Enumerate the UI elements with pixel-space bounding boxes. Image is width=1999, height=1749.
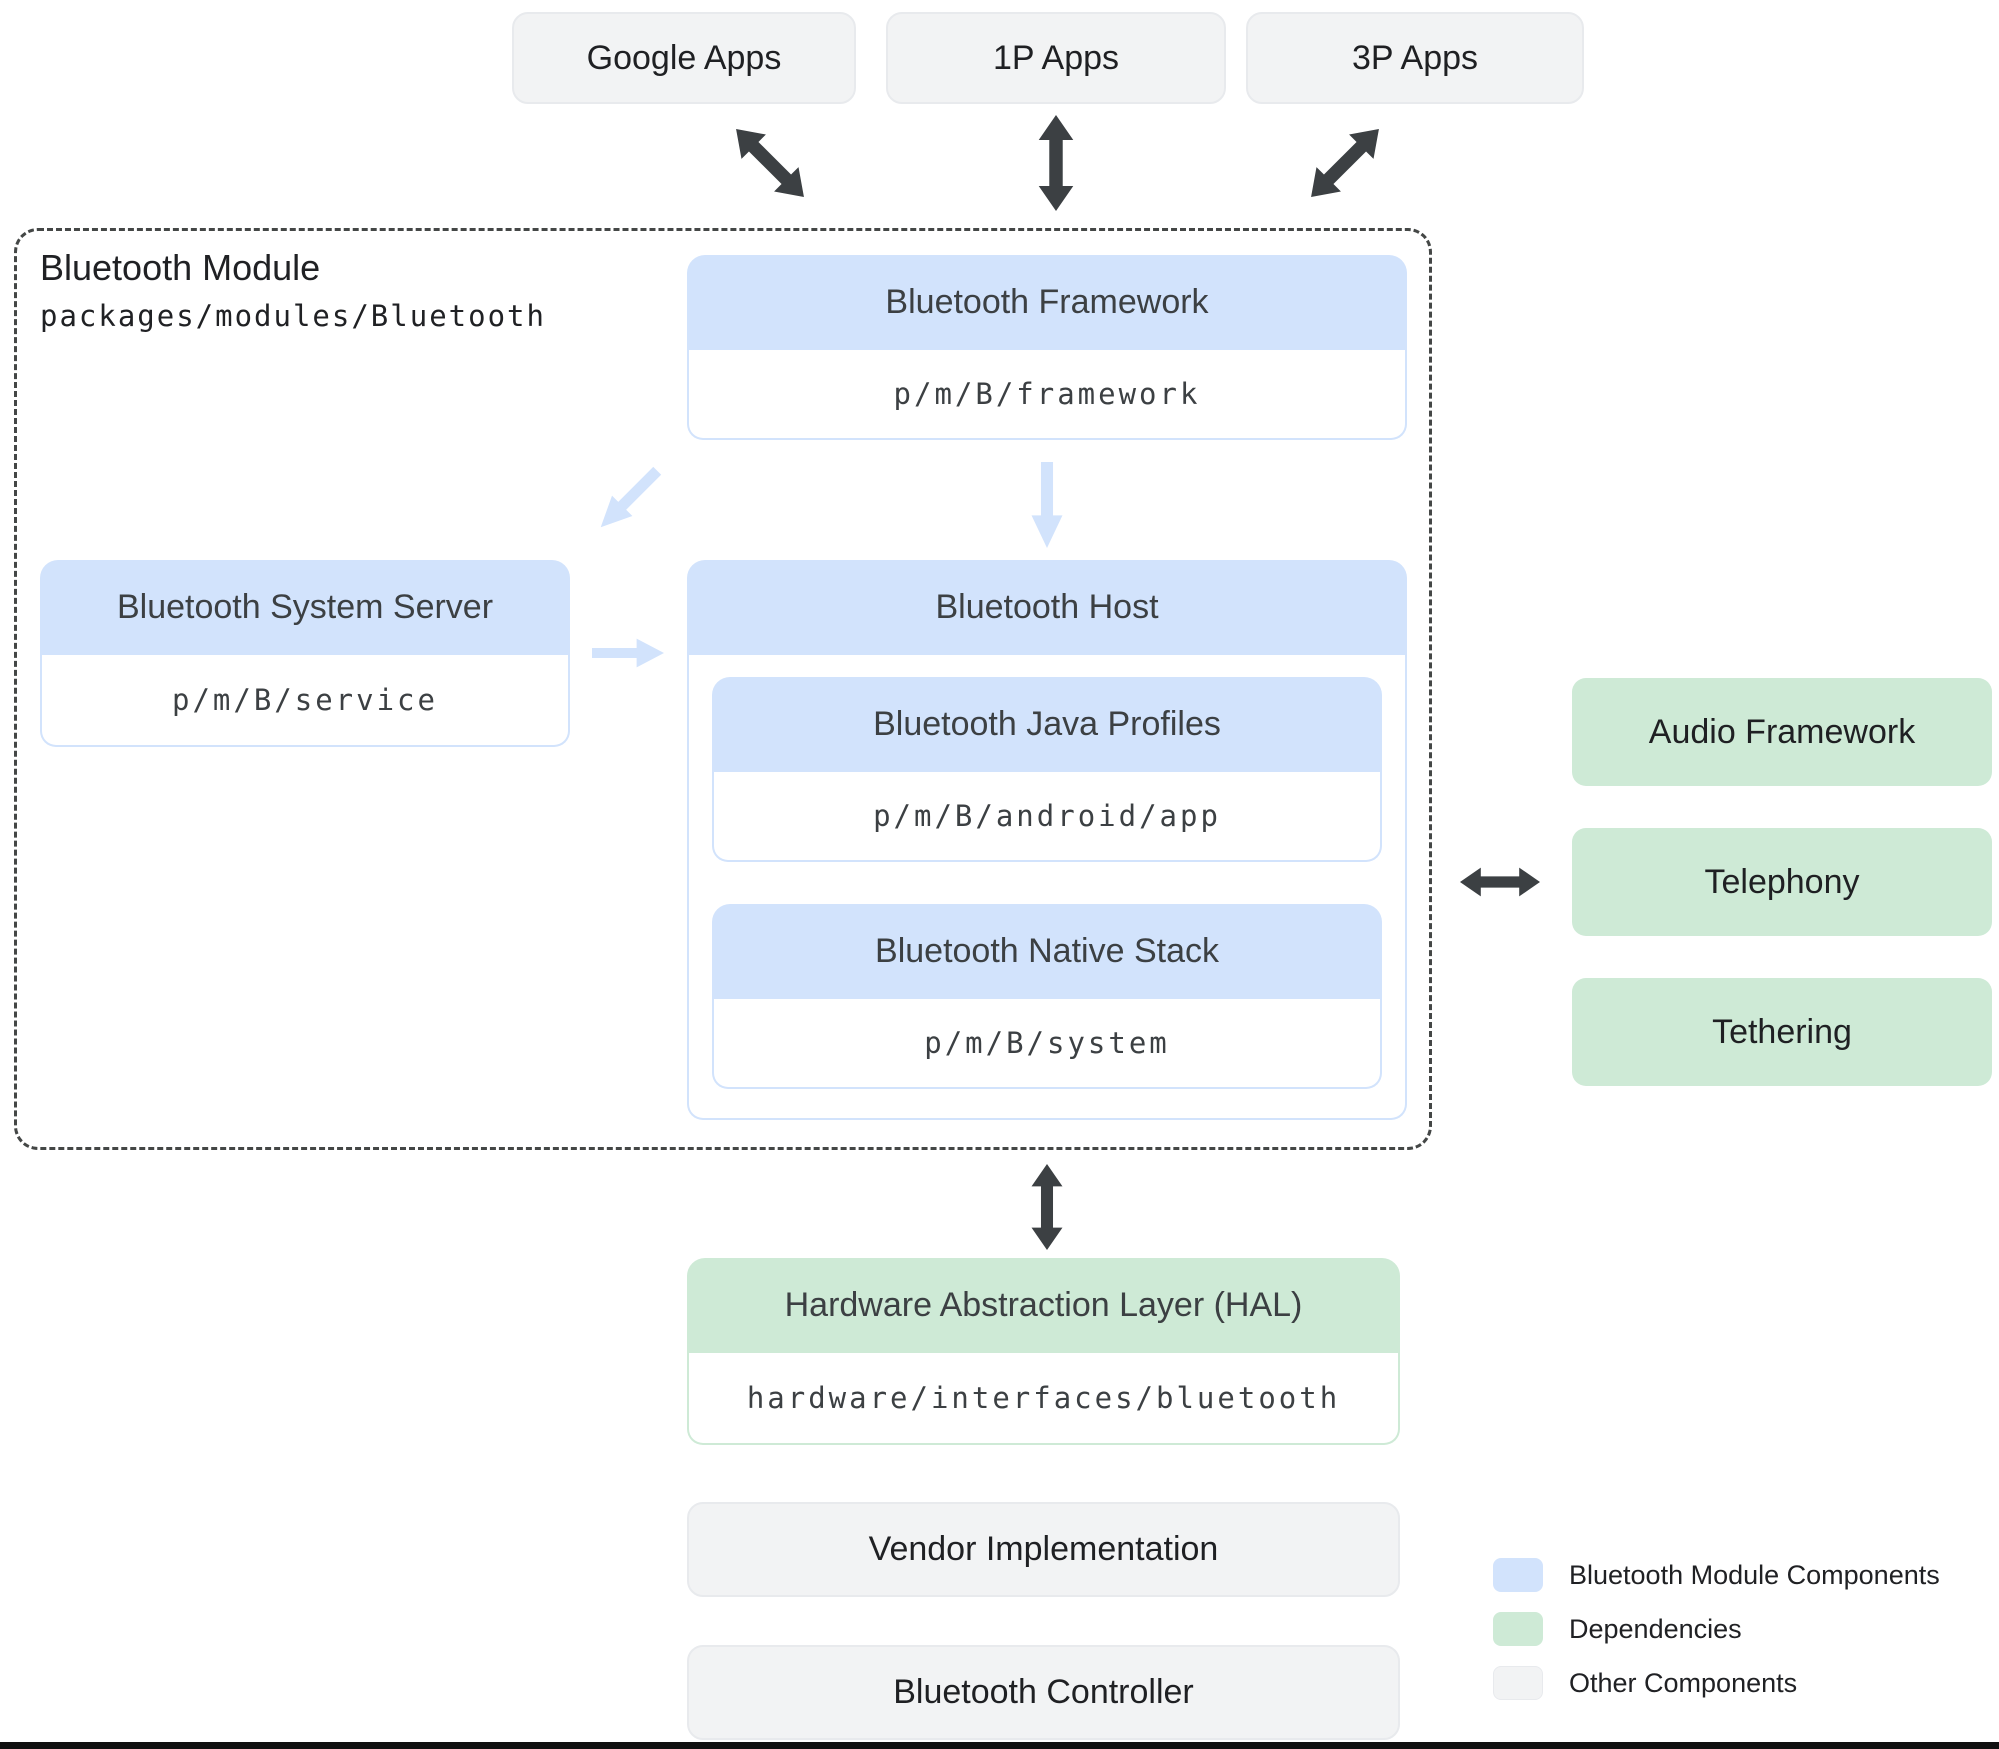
legend-label-dependencies: Dependencies — [1569, 1613, 1742, 1644]
audio-framework-label: Audio Framework — [1648, 712, 1916, 751]
vendor-implementation-label: Vendor Implementation — [868, 1530, 1219, 1568]
telephony-box: Telephony — [1572, 828, 1992, 936]
bluetooth-java-profiles-path: p/m/B/android/app — [712, 772, 1382, 862]
legend-swatch-other-components — [1493, 1666, 1543, 1700]
third-party-apps-label: 3P Apps — [1351, 38, 1479, 77]
third-party-apps-box: 3P Apps — [1246, 12, 1584, 104]
bluetooth-module-container — [14, 228, 1432, 1150]
audio-framework-box: Audio Framework — [1572, 678, 1992, 786]
framework-to-host-arrow-icon — [1031, 462, 1063, 548]
telephony-label: Telephony — [1704, 862, 1860, 901]
bluetooth-system-server-title: Bluetooth System Server — [40, 560, 570, 655]
legend-row-module-components: Bluetooth Module Components — [1493, 1558, 1940, 1592]
bluetooth-module-title: Bluetooth Module — [40, 247, 321, 288]
first-party-apps-bidirectional-arrow-icon — [1038, 115, 1074, 211]
bluetooth-framework-path: p/m/B/framework — [687, 350, 1407, 440]
bluetooth-java-profiles-box: Bluetooth Java Profiles p/m/B/android/ap… — [712, 677, 1382, 862]
first-party-apps-box: 1P Apps — [886, 12, 1226, 104]
bluetooth-system-server-box: Bluetooth System Server p/m/B/service — [40, 560, 570, 747]
hal-box: Hardware Abstraction Layer (HAL) hardwar… — [687, 1258, 1400, 1445]
tethering-box: Tethering — [1572, 978, 1992, 1086]
bluetooth-host-box: Bluetooth Host Bluetooth Java Profiles p… — [687, 560, 1407, 1120]
bluetooth-native-stack-title: Bluetooth Native Stack — [712, 904, 1382, 999]
legend-swatch-dependencies — [1493, 1612, 1543, 1646]
legend-label-module-components: Bluetooth Module Components — [1569, 1559, 1940, 1590]
bluetooth-controller-box: Bluetooth Controller — [687, 1645, 1400, 1740]
module-to-dependencies-bidirectional-arrow-icon — [1460, 867, 1540, 897]
google-apps-label: Google Apps — [586, 38, 782, 77]
vendor-implementation-box: Vendor Implementation — [687, 1502, 1400, 1597]
bluetooth-controller-label: Bluetooth Controller — [893, 1673, 1194, 1711]
google-apps-bidirectional-arrow-icon — [736, 129, 804, 197]
first-party-apps-label: 1P Apps — [992, 38, 1120, 77]
bluetooth-native-stack-box: Bluetooth Native Stack p/m/B/system — [712, 904, 1382, 1089]
bluetooth-framework-title: Bluetooth Framework — [687, 255, 1407, 350]
hal-path: hardware/interfaces/bluetooth — [687, 1353, 1400, 1445]
legend-label-other-components: Other Components — [1569, 1667, 1798, 1698]
google-apps-box: Google Apps — [512, 12, 856, 104]
bluetooth-module-path: packages/modules/Bluetooth — [40, 299, 546, 333]
bluetooth-host-title: Bluetooth Host — [687, 560, 1407, 655]
third-party-apps-bidirectional-arrow-icon — [1311, 129, 1379, 197]
legend-swatch-module-components — [1493, 1558, 1543, 1592]
legend-row-other-components: Other Components — [1493, 1666, 1797, 1700]
system-server-to-host-arrow-icon — [592, 638, 664, 668]
module-to-hal-bidirectional-arrow-icon — [1031, 1164, 1063, 1250]
bluetooth-java-profiles-title: Bluetooth Java Profiles — [712, 677, 1382, 772]
bluetooth-framework-box: Bluetooth Framework p/m/B/framework — [687, 255, 1407, 440]
bluetooth-system-server-path: p/m/B/service — [40, 655, 570, 747]
hal-title: Hardware Abstraction Layer (HAL) — [687, 1258, 1400, 1353]
tethering-label: Tethering — [1712, 1012, 1852, 1051]
bluetooth-native-stack-path: p/m/B/system — [712, 999, 1382, 1089]
legend-row-dependencies: Dependencies — [1493, 1612, 1742, 1646]
screenshot-bottom-edge — [0, 1742, 1999, 1749]
framework-to-system-server-arrow-icon — [600, 466, 662, 528]
